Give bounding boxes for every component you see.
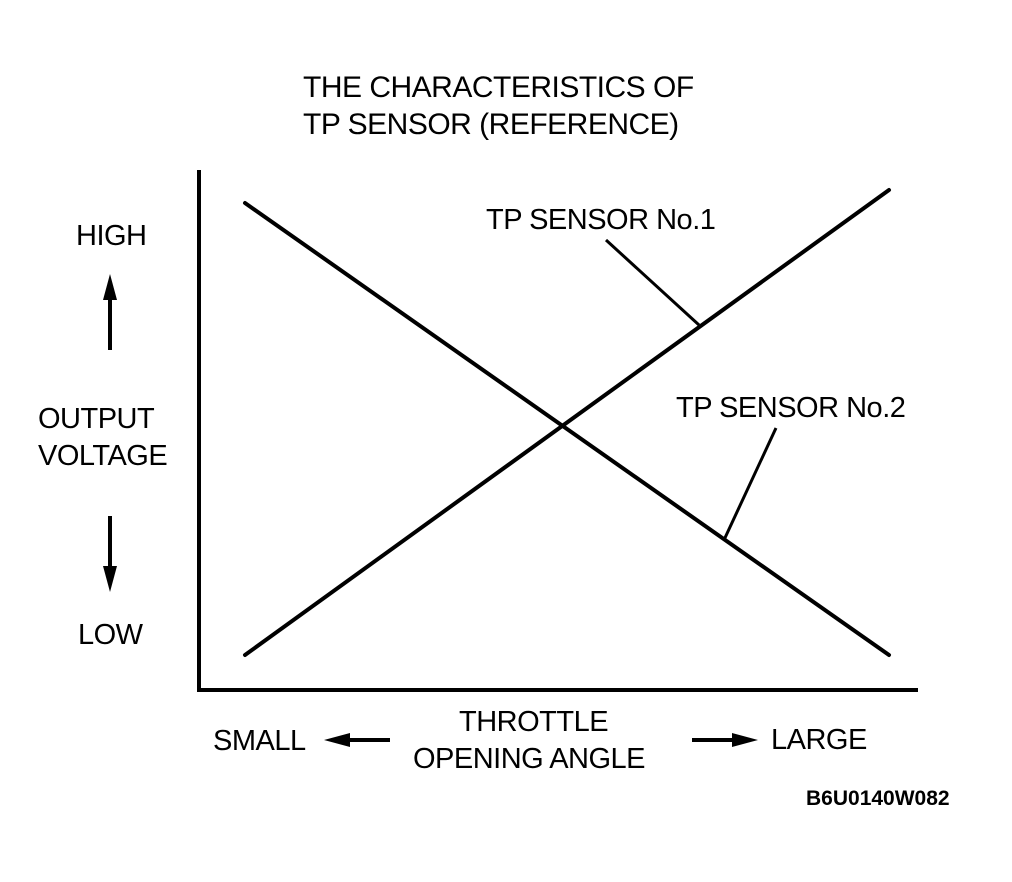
x-small-label: SMALL [213,725,306,757]
x-axis-label-line-1: THROTTLE [459,706,609,738]
arrow-down-icon [103,516,117,592]
leader-line-sensor-2 [722,427,778,541]
arrow-left-icon [324,733,390,747]
arrow-up-icon [103,274,117,350]
series-label-sensor-2: TP SENSOR No.2 [676,392,906,424]
series-label-sensor-1: TP SENSOR No.1 [486,204,716,236]
series-line-sensor-1 [243,188,891,657]
x-large-label: LARGE [771,724,867,756]
series-line-sensor-2 [243,201,891,657]
y-axis-label-line-2: VOLTAGE [38,440,168,472]
arrow-right-icon [692,733,758,747]
x-axis-label-line-2: OPENING ANGLE [413,743,646,775]
y-low-label: LOW [78,619,143,651]
y-high-label: HIGH [76,220,147,252]
leader-line-sensor-1 [604,238,701,327]
chart-title-line-1: THE CHARACTERISTICS OF [303,71,694,104]
chart-title-line-2: TP SENSOR (REFERENCE) [303,108,679,141]
y-axis-label-line-1: OUTPUT [38,403,155,435]
figure-code: B6U0140W082 [806,787,950,810]
